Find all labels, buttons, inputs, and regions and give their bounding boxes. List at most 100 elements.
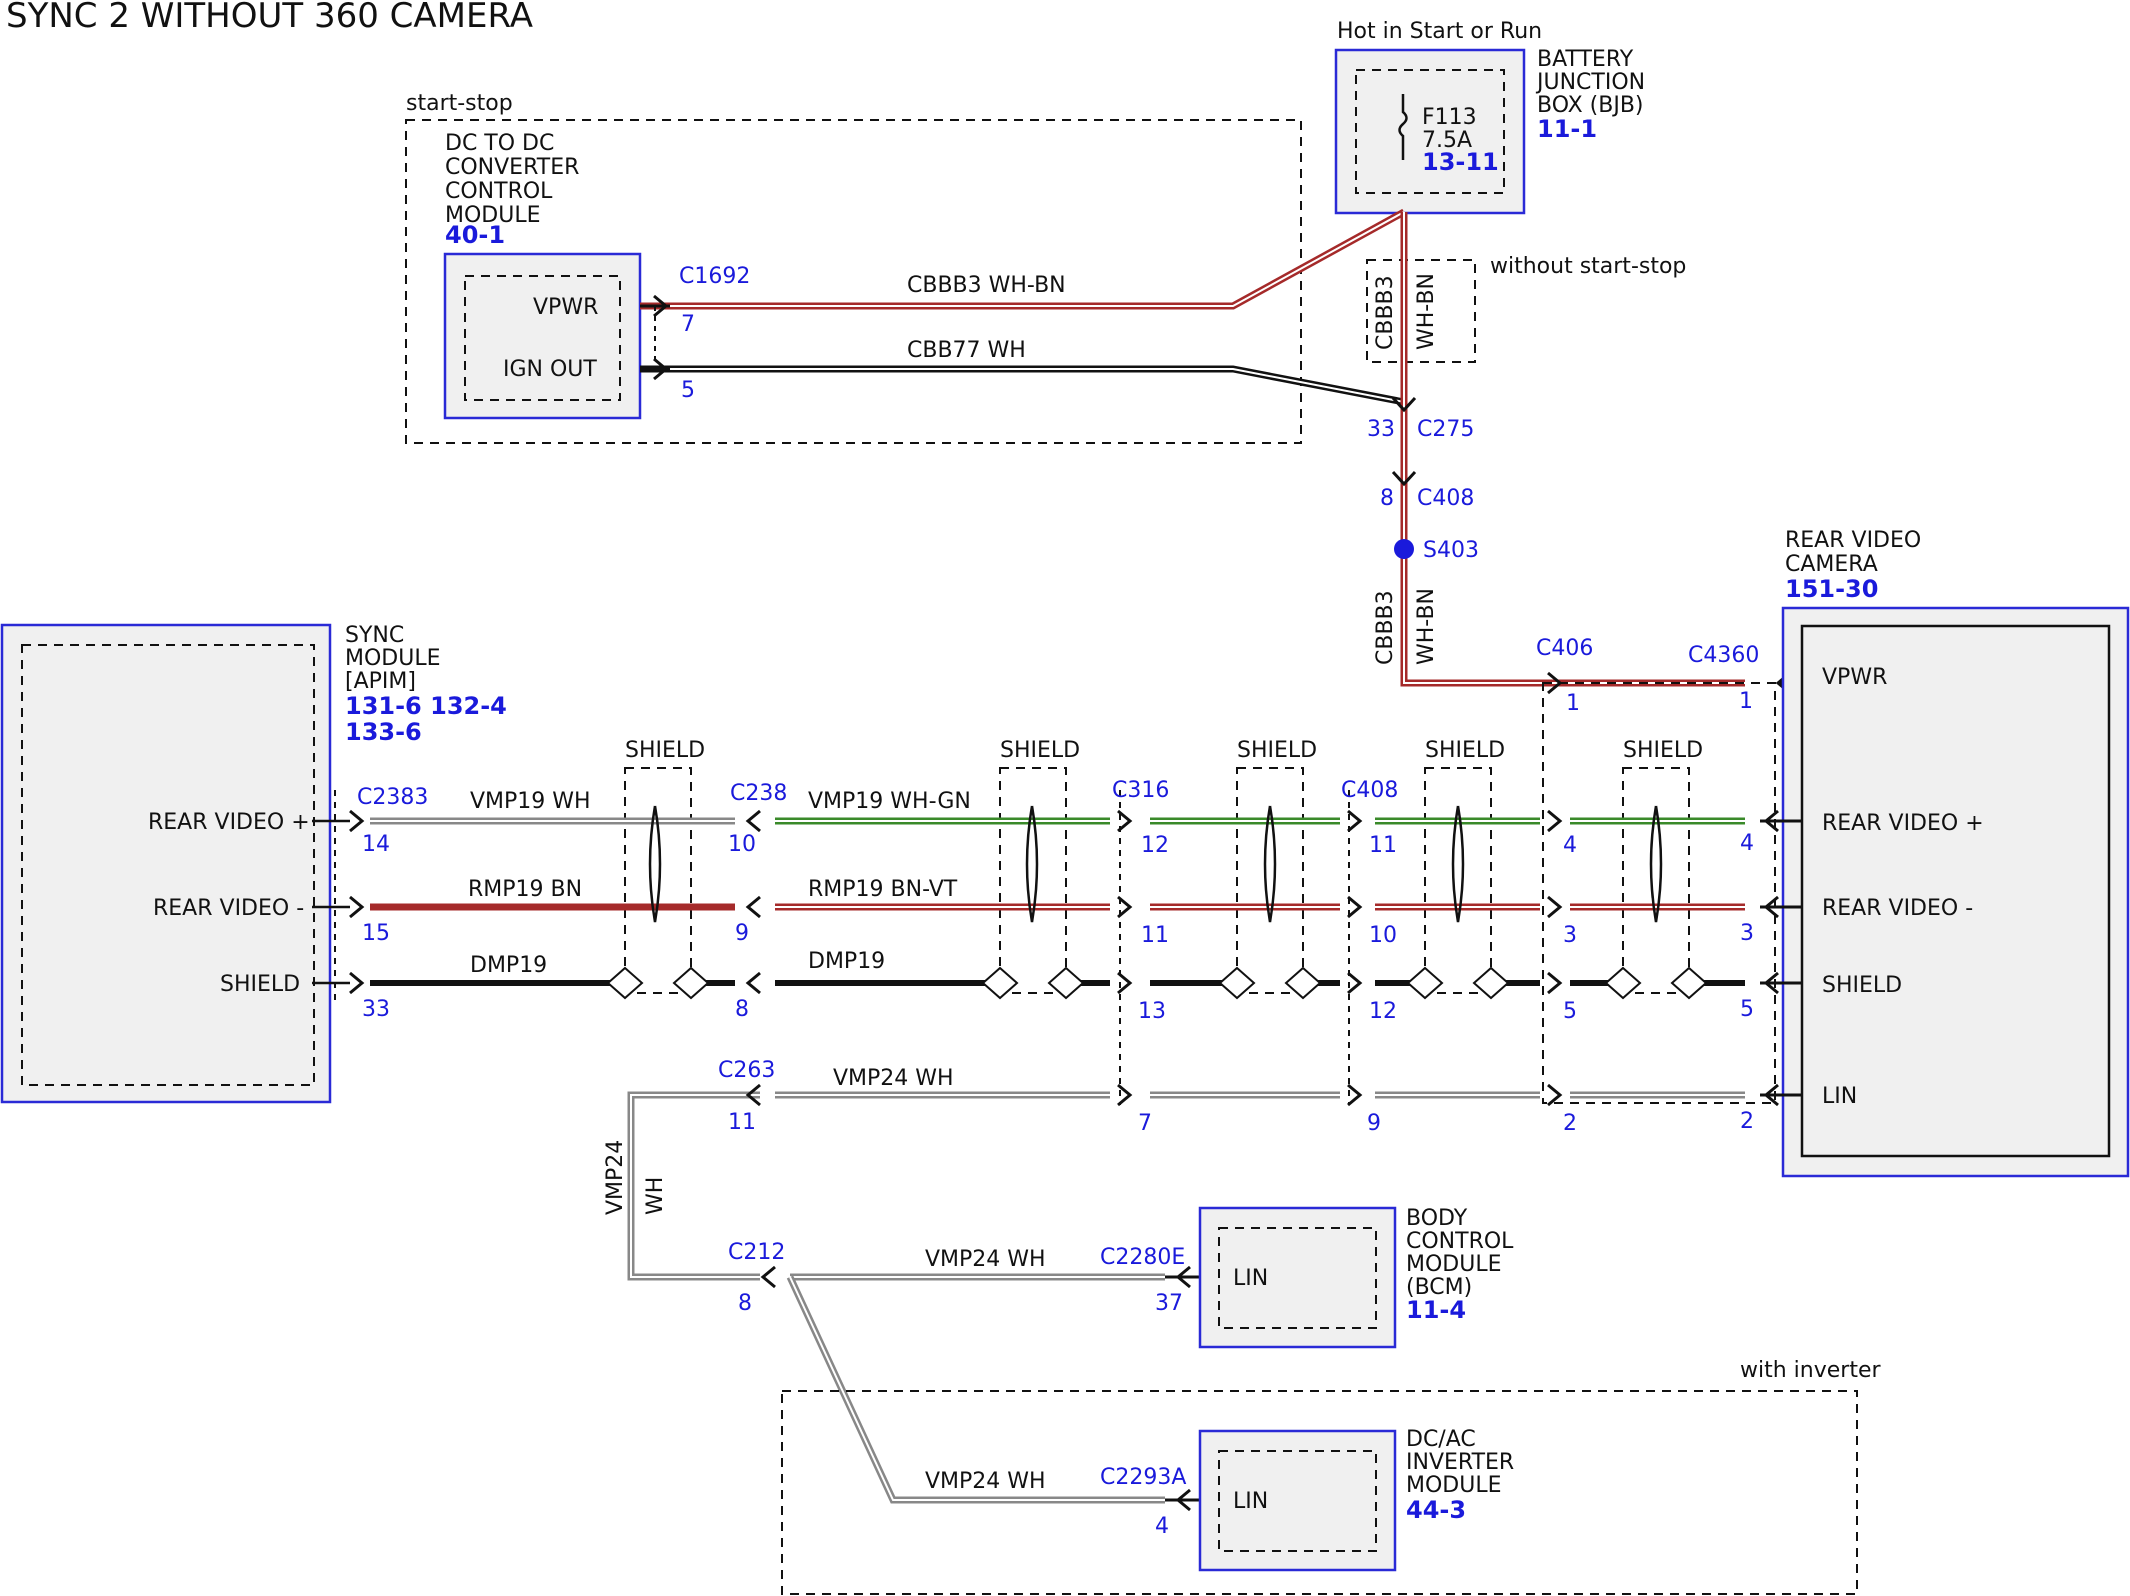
shield-diamond-markers: [606, 966, 1708, 1000]
c4360-pin-vpwr: 1: [1739, 689, 1753, 714]
bcm-pin-lin: LIN: [1233, 1266, 1268, 1291]
camera-pin-lin: LIN: [1822, 1084, 1857, 1109]
bjb-ref: 11-1: [1537, 115, 1597, 143]
c406-pin-vpwr: 1: [1566, 691, 1580, 716]
vmp24-wh-label-2: VMP24 WH: [925, 1247, 1046, 1272]
c406b-pin-4: 2: [1563, 1111, 1577, 1136]
vertical-wh: WH: [643, 1177, 668, 1215]
s403-splice: [1394, 539, 1414, 559]
c275-arrow: [1391, 396, 1417, 413]
diagram-title: SYNC 2 WITHOUT 360 CAMERA: [6, 0, 533, 36]
shield-label-3: SHIELD: [1237, 738, 1317, 763]
bjb-name-line1: BATTERY: [1537, 47, 1634, 72]
c4360b-pin-2: 3: [1740, 921, 1754, 946]
vmp19-whgn-label: VMP19 WH-GN: [808, 789, 971, 814]
c4360b-pin-4: 2: [1740, 1109, 1754, 1134]
lin-connector-arrows: [745, 1083, 1802, 1512]
sync-name-line3: [APIM]: [345, 669, 416, 694]
wire-lin-bus: [627, 1091, 1745, 1504]
inverter-name-line2: INVERTER: [1406, 1450, 1514, 1475]
fuse-ref: 13-11: [1422, 148, 1499, 176]
shield-label-4: SHIELD: [1425, 738, 1505, 763]
c238-pin-2: 9: [735, 921, 749, 946]
dmp19-label-1: DMP19: [470, 953, 547, 978]
start-stop-region: [405, 119, 1302, 444]
video-connector-arrows: [349, 809, 1802, 995]
c406b-pin-1: 4: [1563, 833, 1577, 858]
bcm-ref: 11-4: [1406, 1296, 1466, 1324]
c408-label: C408: [1417, 486, 1474, 511]
with-inverter-region: [781, 1390, 1858, 1595]
rmp19-bnvt-label: RMP19 BN-VT: [808, 877, 958, 902]
c1692-label: C1692: [679, 264, 750, 289]
vmp24-wh-label-3: VMP24 WH: [925, 1469, 1046, 1494]
shield-label-1: SHIELD: [625, 738, 705, 763]
c316-pin-3: 13: [1138, 999, 1166, 1024]
c263-pin: 11: [728, 1110, 756, 1135]
c275-pin: 33: [1367, 417, 1395, 442]
sync-pin-rvplus: REAR VIDEO +: [148, 810, 310, 835]
sync-name-line1: SYNC: [345, 623, 404, 648]
c238-pin-3: 8: [735, 997, 749, 1022]
connector-columns: [334, 682, 1776, 1105]
camera-pin-shield: SHIELD: [1822, 973, 1902, 998]
inverter-name-line3: MODULE: [1406, 1473, 1502, 1498]
c238-pin-1: 10: [728, 832, 756, 857]
inverter-pin-lin: LIN: [1233, 1489, 1268, 1514]
bcm-module: LIN: [1198, 1206, 1397, 1349]
inverter-ref: 44-3: [1406, 1496, 1466, 1524]
bjb-name-line3: BOX (BJB): [1537, 93, 1644, 118]
c408b-pin-4: 9: [1367, 1111, 1381, 1136]
c316-pin-1: 12: [1141, 833, 1169, 858]
dcdc-name-line4: MODULE: [445, 203, 541, 228]
c1692-pin-ign: 5: [681, 378, 695, 403]
fuse-rating: 7.5A: [1422, 128, 1472, 153]
c2280e-label: C2280E: [1100, 1245, 1185, 1270]
dcdc-name-line1: DC TO DC: [445, 131, 554, 156]
vertical-cbbb3-top: CBBB3: [1373, 275, 1398, 350]
c408-pin: 8: [1380, 486, 1394, 511]
c406b-pin-3: 5: [1563, 999, 1577, 1024]
inverter-name-line1: DC/AC: [1406, 1427, 1476, 1452]
bcm-name-line4: (BCM): [1406, 1275, 1472, 1300]
bcm-name-line3: MODULE: [1406, 1252, 1502, 1277]
bjb-name-line2: JUNCTION: [1535, 70, 1645, 95]
cbbb3-label: CBBB3 WH-BN: [907, 273, 1066, 298]
dcdc-name-line2: CONVERTER: [445, 155, 579, 180]
without-start-stop-label: without start-stop: [1490, 254, 1686, 279]
twist-markers: [648, 805, 1663, 923]
c408b-pin-2: 10: [1369, 923, 1397, 948]
c2280e-pin: 37: [1155, 1291, 1183, 1316]
vertical-vmp24: VMP24: [603, 1140, 628, 1215]
start-stop-label: start-stop: [406, 91, 513, 116]
bjb-module: F113 7.5A 13-11: [1334, 48, 1526, 215]
bcm-name-line2: CONTROL: [1406, 1229, 1514, 1254]
vertical-whbn-top: WH-BN: [1414, 273, 1439, 350]
with-inverter-label: with inverter: [1740, 1358, 1881, 1383]
c2293a-label: C2293A: [1100, 1465, 1186, 1490]
wire-cbb77: [640, 365, 1405, 406]
c4360b-pin-3: 5: [1740, 997, 1754, 1022]
sync-pin-shield: SHIELD: [220, 972, 300, 997]
c238-label: C238: [730, 781, 787, 806]
c212-label: C212: [728, 1240, 785, 1265]
cbb77-label: CBB77 WH: [907, 338, 1026, 363]
without-start-stop-region: [1366, 259, 1476, 363]
camera-name-line2: CAMERA: [1785, 552, 1878, 577]
c2383-pin-3: 33: [362, 997, 390, 1022]
dcdc-ref: 40-1: [445, 221, 505, 249]
wire-cbbb3-top: [640, 208, 1406, 310]
sync-pin-rvminus: REAR VIDEO -: [153, 896, 304, 921]
shield-label-5: SHIELD: [1623, 738, 1703, 763]
inverter-module: LIN: [1198, 1429, 1397, 1572]
sync-ref-1: 131-6 132-4: [345, 692, 507, 720]
c406b-pin-2: 3: [1563, 923, 1577, 948]
s403-label: S403: [1423, 538, 1479, 563]
c316-label: C316: [1112, 778, 1169, 803]
c316-pin-4: 7: [1138, 1111, 1152, 1136]
c1692-pin-vpwr: 7: [681, 312, 695, 337]
c408b-pin-1: 11: [1369, 833, 1397, 858]
camera-module: VPWR REAR VIDEO + REAR VIDEO - SHIELD LI…: [1781, 606, 2130, 1178]
c2293a-pin: 4: [1155, 1514, 1169, 1539]
